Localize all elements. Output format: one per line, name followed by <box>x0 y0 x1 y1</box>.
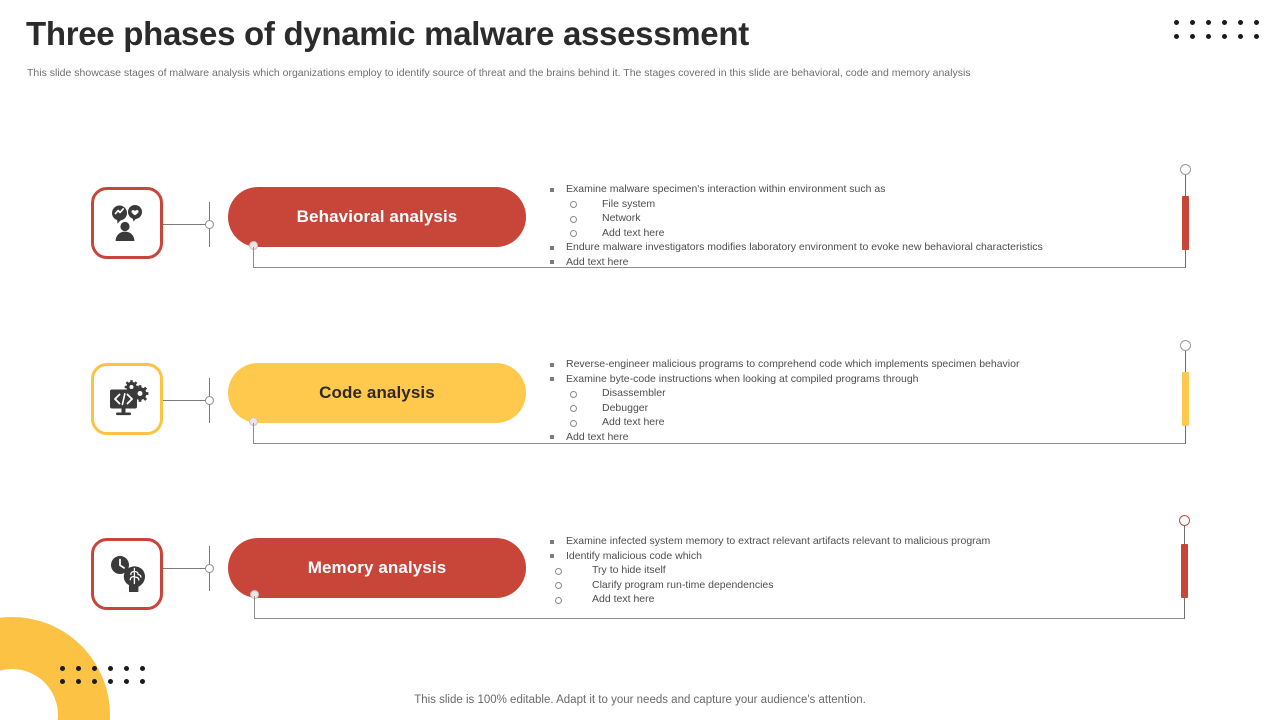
page-title: Three phases of dynamic malware assessme… <box>26 15 749 52</box>
dot <box>140 679 145 684</box>
bracket-vertical-behavioral <box>253 247 254 268</box>
bracket-vertical-code <box>253 423 254 444</box>
phase-endpoint-circle-code <box>1180 340 1191 351</box>
bullet-item: Add text here <box>548 255 1188 270</box>
connector-node-behavioral <box>205 220 214 229</box>
dot <box>1190 20 1195 25</box>
dot <box>1190 34 1195 39</box>
phase-pill-code[interactable]: Code analysis <box>228 363 526 423</box>
connector-line-code <box>163 400 205 401</box>
phase-label-memory: Memory analysis <box>307 558 447 577</box>
bullet-item: Examine infected system memory to extrac… <box>548 534 1188 549</box>
bracket-horizontal-behavioral <box>253 267 1185 268</box>
phase-bullets-memory: Examine infected system memory to extrac… <box>548 534 1188 607</box>
dot <box>1222 20 1227 25</box>
connector-line-memory <box>163 568 205 569</box>
dot <box>1238 34 1243 39</box>
bullet-item: Reverse-engineer malicious programs to c… <box>548 357 1188 372</box>
bracket-vertical-memory <box>254 596 255 619</box>
bullet-item: Endure malware investigators modifies la… <box>548 240 1188 255</box>
bullet-item: Try to hide itself <box>548 563 1188 578</box>
connector-line-behavioral <box>163 224 205 225</box>
phase-endpoint-bar-behavioral <box>1182 196 1189 250</box>
phase-icon-tile-memory <box>91 538 163 610</box>
head-brain-clock-icon <box>105 552 149 596</box>
bullet-item: Add text here <box>548 226 1188 241</box>
person-speech-bubbles-icon <box>105 201 149 245</box>
bracket-horizontal-memory <box>254 618 1185 619</box>
bullet-item: Network <box>548 211 1188 226</box>
dot <box>76 679 81 684</box>
bullet-item: Add text here <box>548 415 1188 430</box>
phase-row-memory: Memory analysis Examine infected system … <box>0 515 1280 678</box>
dot <box>108 666 113 671</box>
bullet-item: Examine byte-code instructions when look… <box>548 372 1188 387</box>
footer-note: This slide is 100% editable. Adapt it to… <box>414 694 866 706</box>
decorative-dot-grid-top-right <box>1174 20 1270 48</box>
page-subtitle: This slide showcase stages of malware an… <box>27 67 971 79</box>
phase-bullets-code: Reverse-engineer malicious programs to c… <box>548 357 1188 445</box>
dot <box>92 679 97 684</box>
phase-label-behavioral: Behavioral analysis <box>296 207 458 226</box>
dot <box>1254 20 1259 25</box>
connector-node-memory <box>205 564 214 573</box>
phase-endpoint-circle-memory <box>1179 515 1190 526</box>
phase-row-code: Code analysis Reverse-engineer malicious… <box>0 340 1280 503</box>
bullet-item: Debugger <box>548 401 1188 416</box>
phase-icon-tile-code <box>91 363 163 435</box>
monitor-code-gears-icon <box>105 377 149 421</box>
dot <box>1222 34 1227 39</box>
bullet-item: Identify malicious code which <box>548 549 1188 564</box>
bullet-item: Add text here <box>548 430 1188 445</box>
dot <box>92 666 97 671</box>
dot <box>1254 34 1259 39</box>
dot <box>1206 34 1211 39</box>
bullet-item: Disassembler <box>548 386 1188 401</box>
dot <box>1174 34 1179 39</box>
bullet-item: File system <box>548 197 1188 212</box>
dot <box>60 666 65 671</box>
bracket-horizontal-code <box>253 443 1185 444</box>
dot <box>124 679 129 684</box>
dot <box>1206 20 1211 25</box>
connector-node-code <box>205 396 214 405</box>
dot <box>108 679 113 684</box>
phase-endpoint-circle-behavioral <box>1180 164 1191 175</box>
phase-endpoint-bar-code <box>1182 372 1189 426</box>
phase-pill-memory[interactable]: Memory analysis <box>228 538 526 598</box>
phase-pill-behavioral[interactable]: Behavioral analysis <box>228 187 526 247</box>
dot <box>1238 20 1243 25</box>
phase-endpoint-bar-memory <box>1181 544 1188 598</box>
dot <box>124 666 129 671</box>
phase-label-code: Code analysis <box>319 383 435 402</box>
dot <box>76 666 81 671</box>
dot <box>140 666 145 671</box>
phase-bullets-behavioral: Examine malware specimen's interaction w… <box>548 182 1188 270</box>
bullet-item: Examine malware specimen's interaction w… <box>548 182 1188 197</box>
dot <box>1174 20 1179 25</box>
phase-icon-tile-behavioral <box>91 187 163 259</box>
phase-row-behavioral: Behavioral analysis Examine malware spec… <box>0 164 1280 327</box>
dot <box>60 679 65 684</box>
decorative-dot-grid-bottom-left <box>60 666 156 692</box>
bullet-item: Clarify program run-time dependencies <box>548 578 1188 593</box>
bullet-item: Add text here <box>548 592 1188 607</box>
